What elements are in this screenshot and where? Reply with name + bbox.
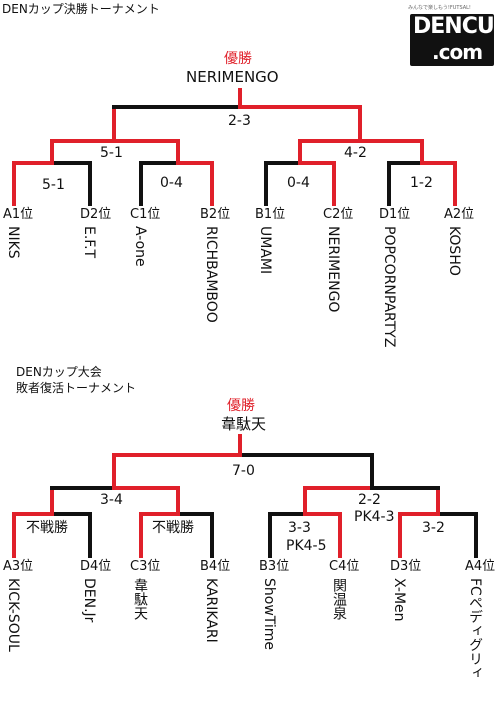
- line-qf4-b: [420, 161, 457, 206]
- qf1-score: 5-1: [42, 177, 65, 193]
- seed-d3: D3位: [390, 559, 422, 574]
- line-qf3-b: [298, 161, 336, 206]
- seed-a1: A1位: [3, 207, 34, 222]
- seed-b3: B3位: [259, 559, 290, 574]
- final-champion: NERIMENGO: [186, 68, 279, 86]
- cqf1-score: 不戦勝: [26, 520, 68, 536]
- seed-a2: A2位: [444, 207, 475, 222]
- cqf3-pk: PK4-5: [286, 538, 327, 554]
- csemi-left-score: 3-4: [100, 492, 123, 508]
- logo-text-dencup: DENCUP: [413, 14, 500, 39]
- team-eft: E.F.T: [81, 226, 97, 259]
- final-winner-label: 優勝: [224, 51, 252, 67]
- qf4-score: 1-2: [410, 175, 433, 191]
- line-qf3-a: [264, 161, 302, 206]
- team-umami: UMAMI: [257, 226, 273, 275]
- line-qf4-a: [387, 161, 424, 206]
- line-cqf4-b: [436, 512, 478, 558]
- line-cqf3-b: [303, 512, 342, 558]
- team-niks: NIKS: [5, 226, 21, 259]
- seed-b4: B4位: [200, 559, 231, 574]
- consolation-title-1: DENカップ大会: [16, 365, 102, 379]
- semi-left-score: 5-1: [100, 145, 123, 161]
- dencup-logo[interactable]: [410, 14, 494, 66]
- logo-tagline: みんなで楽しもう!FUTSAL!: [408, 5, 471, 11]
- line-qf2-a: [139, 161, 180, 206]
- team-richbamboo: RICHBAMBOO: [203, 226, 219, 323]
- line-cqf2-a: [139, 512, 180, 558]
- seed-b2: B2位: [200, 207, 231, 222]
- team-idaten: 韋駄天: [132, 578, 148, 620]
- seed-d4: D4位: [80, 559, 112, 574]
- line-qf2-b: [176, 161, 214, 206]
- seed-d1: D1位: [379, 207, 411, 222]
- line-qf1-b: [50, 161, 92, 206]
- team-karikari: KARIKARI: [203, 578, 219, 643]
- logo-text-com: .com: [432, 40, 483, 64]
- seed-a4: A4位: [465, 559, 496, 574]
- semi-right-score: 4-2: [344, 145, 367, 161]
- team-den-jr: DEN.Jr: [81, 578, 97, 623]
- line-cqf4-a: [398, 512, 440, 558]
- team-a-one: A-one: [132, 226, 148, 267]
- team-seki-onsen: 関温泉: [331, 578, 347, 620]
- seed-c1: C1位: [130, 207, 161, 222]
- team-kick-soul: KICK-SOUL: [5, 578, 21, 652]
- cqf4-score: 3-2: [422, 520, 445, 536]
- qf2-score: 0-4: [160, 175, 183, 191]
- seed-b1: B1位: [255, 207, 286, 222]
- consolation-winner-label: 優勝: [227, 398, 255, 414]
- cqf2-score: 不戦勝: [152, 520, 194, 536]
- cqf3-score: 3-3: [288, 520, 311, 536]
- team-fc-pedigree: FCペディグリィ: [467, 578, 483, 680]
- line-cqf3-a: [268, 512, 307, 558]
- csemi-right-score: 2-2: [358, 492, 381, 508]
- seed-c4: C4位: [329, 559, 360, 574]
- line-qf1-a: [12, 161, 54, 206]
- line-cqf1-b: [50, 512, 92, 558]
- line-cqf1-a: [12, 512, 54, 558]
- team-kosho: KOSHO: [446, 226, 462, 276]
- page-title: DENカップ決勝トーナメント: [2, 2, 160, 16]
- consolation-champion: 韋駄天: [221, 415, 267, 433]
- team-nerimengo: NERIMENGO: [325, 226, 341, 313]
- team-showtime: ShowTime: [261, 578, 277, 651]
- team-popcornpartyz: POPCORNPARTYZ: [381, 226, 397, 348]
- cfinal-score: 7-0: [232, 463, 255, 479]
- team-x-men: X-Men: [391, 578, 407, 622]
- qf3-score: 0-4: [287, 175, 310, 191]
- seed-a3: A3位: [3, 559, 34, 574]
- seed-c2: C2位: [323, 207, 354, 222]
- csemi-right-pk: PK4-3: [354, 509, 395, 525]
- line-cqf2-b: [176, 512, 214, 558]
- seed-c3: C3位: [130, 559, 161, 574]
- consolation-title-2: 敗者復活トーナメント: [16, 381, 137, 395]
- seed-d2: D2位: [80, 207, 112, 222]
- final-score: 2-3: [228, 113, 251, 129]
